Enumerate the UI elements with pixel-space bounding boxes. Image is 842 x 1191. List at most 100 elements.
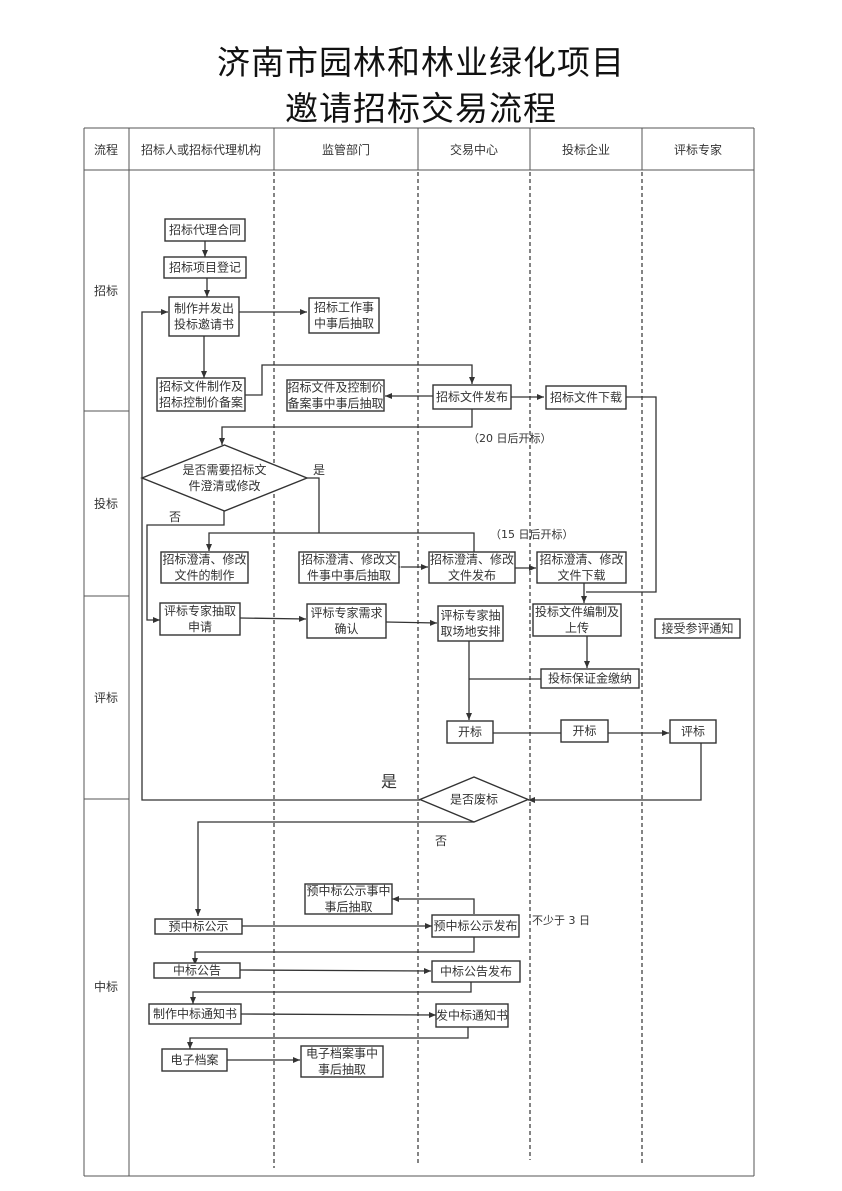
node-label: 开标 (572, 724, 596, 738)
process-box (163, 256, 247, 279)
arrow-pre-award-publish-to-award (192, 937, 475, 965)
node-label: 备案事中事后抽取 (287, 396, 383, 411)
stage-label-tendering: 招标 (94, 284, 118, 298)
node-label: 件事中事后抽取 (307, 568, 391, 583)
arrow-pre-award-publish-to-sampling (392, 896, 475, 914)
node-label: 中标公告 (173, 963, 221, 978)
node-label: 上传 (565, 620, 589, 635)
node-label: 事后抽取 (324, 900, 372, 914)
process-box (153, 962, 241, 979)
node-label: 确认 (334, 622, 358, 636)
node-award-letter: 制作中标通知书 (148, 1003, 242, 1025)
connectors (141, 241, 702, 1063)
node-label: 件澄清或修改 (188, 478, 260, 493)
process-box (428, 551, 516, 584)
node-open-bidder: 开标 (560, 719, 609, 743)
node-label: 是否需要招标文 (182, 462, 266, 477)
node-label: 招标文件发布 (436, 389, 508, 404)
node-award-notice: 中标公告 (153, 962, 241, 979)
node-label: 预中标公示事中 (306, 883, 390, 898)
stage-label-bidding: 投标 (94, 496, 118, 511)
note-20-days: （20 日后开标） (468, 431, 552, 445)
process-box (298, 551, 400, 584)
process-box (156, 377, 246, 412)
node-label: 预中标公示 (168, 919, 228, 934)
decision-diamond (140, 444, 309, 512)
arrow-expert-apply-to-confirm (239, 615, 307, 622)
process-box (168, 296, 240, 337)
node-label: 招标文件及控制价 (287, 380, 383, 395)
arrow-doc-prep-to-publish (245, 364, 475, 396)
flow-nodes: 招标代理合同招标项目登记制作并发出投标邀请书招标工作事中事后抽取招标文件制作及招… (140, 218, 741, 1078)
arrow-send-to-archive (187, 1027, 469, 1049)
process-box (437, 605, 504, 642)
header-col-process: 流程 (94, 142, 118, 157)
process-box (148, 1003, 242, 1025)
stage-label-award: 中标 (94, 979, 118, 994)
node-label: 文件发布 (448, 568, 496, 583)
node-label: 招标文件下载 (550, 390, 622, 405)
node-label: 招标项目登记 (169, 260, 241, 275)
arrow-publish-to-decision (219, 407, 473, 445)
note-min-3-days: 不少于 3 日 (532, 914, 590, 927)
header-col-experts: 评标专家 (674, 142, 722, 157)
node-label: 事后抽取 (318, 1063, 366, 1077)
node-label: 招标控制价备案 (159, 395, 243, 410)
node-label: 招标工作事 (314, 301, 374, 315)
process-box (540, 668, 640, 689)
node-label: 接受参评通知 (661, 621, 733, 636)
decision-diamond (418, 776, 530, 823)
node-label: 评标 (681, 725, 705, 739)
node-open-center: 开标 (446, 720, 494, 744)
node-label: 招标文件制作及 (159, 379, 243, 394)
node-award-publish: 中标公告发布 (431, 960, 521, 983)
node-award-letter-send: 发中标通知书 (435, 1003, 509, 1028)
swimlane-table (83, 127, 755, 1177)
line-download-to-compile (586, 396, 657, 593)
node-label: 取场地安排 (440, 624, 500, 639)
arrow-decision-no-to-expert-apply (146, 511, 225, 623)
process-box (654, 618, 741, 639)
node-label: 评标专家抽 (440, 608, 500, 623)
node-label: 投标保证金缴纳 (548, 671, 632, 686)
node-label: 招标澄清、修改 (430, 552, 514, 567)
process-box (669, 719, 717, 744)
node-label: 招标澄清、修改文 (301, 552, 397, 567)
node-evaluate: 评标 (669, 719, 717, 744)
process-box (300, 1045, 384, 1078)
node-label: 是否废标 (450, 792, 498, 807)
process-box (532, 603, 622, 637)
process-box (432, 384, 512, 410)
node-label: 评标专家需求 (310, 605, 382, 620)
process-box (431, 914, 520, 938)
stage-label-evaluation: 评标 (94, 691, 118, 705)
process-box (159, 602, 241, 636)
process-box (446, 720, 494, 744)
arrow-evaluate-to-void-decision (528, 743, 702, 803)
header-col-supervision: 监管部门 (322, 142, 370, 157)
process-box (536, 551, 627, 584)
decision-yes-label: 是 (313, 463, 325, 477)
line-decision-yes (307, 477, 320, 533)
note-15-days: （15 日后开标） (490, 527, 574, 541)
void-yes-label: 是 (381, 772, 397, 791)
arrow-award-to-publish (239, 967, 432, 974)
node-label: 中事后抽取 (314, 316, 374, 331)
process-box (545, 385, 627, 410)
arrow-award-publish-to-letter (190, 982, 472, 1004)
node-label: 发中标通知书 (436, 1008, 508, 1023)
node-label: 中标公告发布 (440, 964, 512, 979)
arrow-expert-confirm-to-arrange (385, 619, 438, 626)
process-box (560, 719, 609, 743)
